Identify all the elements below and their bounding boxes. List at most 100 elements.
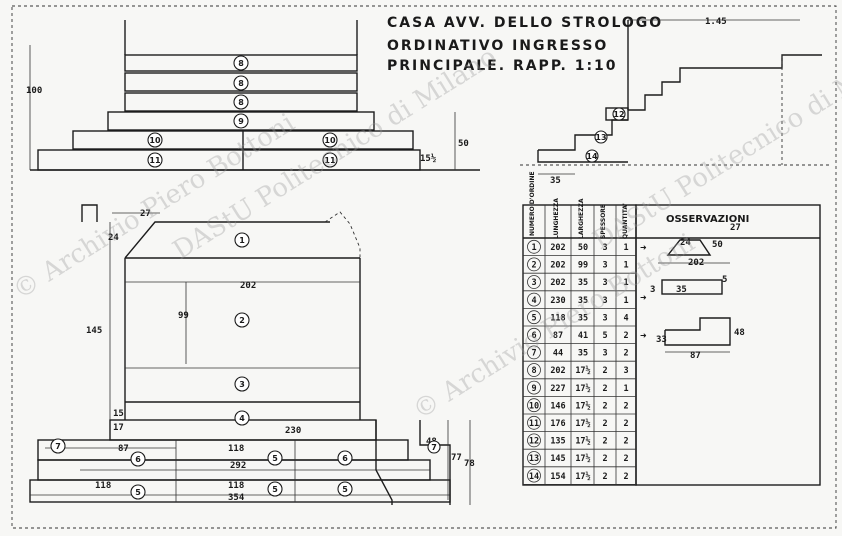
table-cell: 2 xyxy=(602,401,607,411)
col-header-quantity: QUANTITA' xyxy=(622,203,629,239)
arrow-icon: ➜ xyxy=(640,293,647,302)
order-number-circle xyxy=(527,310,541,325)
step-label-11b: 11 xyxy=(322,152,338,168)
strip-label-5a: 5 xyxy=(267,450,283,466)
table-cell: 35 xyxy=(578,278,588,288)
table-cell: 145 xyxy=(550,454,565,464)
table-cell: 227 xyxy=(550,384,565,394)
col-header-thickness: SPESSORE xyxy=(600,204,607,239)
table-cell: 2 xyxy=(602,419,607,429)
strip-label-6b: 6 xyxy=(337,450,353,466)
title-line-2: ORDINATIVO INGRESSO xyxy=(387,38,608,54)
order-number-circle xyxy=(527,451,541,465)
table-cell: 17½ xyxy=(575,418,590,429)
table-cell: 2 xyxy=(623,331,628,341)
table-cell-order: 12 xyxy=(529,437,539,447)
table-cell: 2 xyxy=(623,454,628,464)
svg-text:6: 6 xyxy=(342,454,348,463)
area-label-2: 2 xyxy=(234,312,250,328)
dim-tread: 35 xyxy=(550,176,561,186)
title-block: CASA AVV. DELLO STROLOGO ORDINATIVO INGR… xyxy=(387,15,661,74)
dim-section-top: 1.45 xyxy=(705,17,727,27)
table-cell: 17½ xyxy=(575,383,590,394)
svg-text:10: 10 xyxy=(149,136,161,145)
svg-text:5: 5 xyxy=(342,485,348,494)
table-cell-order: 4 xyxy=(531,296,536,306)
dim-plan-118c: 118 xyxy=(228,481,244,491)
table-cell: 2 xyxy=(602,454,607,464)
order-number-circle xyxy=(527,398,541,413)
svg-text:8: 8 xyxy=(238,59,244,68)
order-number-circle xyxy=(527,257,541,272)
table-cell: 17½ xyxy=(575,365,590,376)
table-cell: 35 xyxy=(578,313,588,323)
table-cell: 154 xyxy=(550,472,565,482)
table-cell: 2 xyxy=(602,366,607,376)
obs-dim-b3: 5 xyxy=(722,275,727,285)
dim-plan-118: 118 xyxy=(228,444,244,454)
table-cell: 2 xyxy=(602,437,607,447)
dim-plan-354: 354 xyxy=(228,493,245,503)
table-cell: 2 xyxy=(623,472,628,482)
table-cell-order: 8 xyxy=(531,366,536,376)
svg-text:13: 13 xyxy=(595,133,606,142)
svg-text:12: 12 xyxy=(613,110,624,119)
svg-text:3: 3 xyxy=(239,380,245,389)
strip-label-5c: 5 xyxy=(267,481,283,497)
area-label-3: 3 xyxy=(234,376,250,392)
table-cell: 2 xyxy=(602,384,607,394)
col-header-width: LARGHEZZA xyxy=(578,198,585,239)
step-label-12: 12 xyxy=(612,107,626,121)
dim-plan-left: 145 xyxy=(86,326,102,336)
table-cell: 202 xyxy=(550,278,565,288)
table-cell: 202 xyxy=(550,261,565,271)
table-cell: 4 xyxy=(623,313,628,323)
svg-text:6: 6 xyxy=(135,455,141,464)
step-label-13: 13 xyxy=(594,130,608,144)
svg-text:7: 7 xyxy=(55,442,61,451)
order-number-circle xyxy=(527,468,541,483)
table-cell: 3 xyxy=(602,313,607,323)
dim-plan-15: 15 xyxy=(113,409,124,419)
svg-text:7: 7 xyxy=(431,443,437,452)
table-cell-order: 1 xyxy=(531,243,536,253)
dim-plan-corner: 24 xyxy=(108,233,119,243)
arrow-icon: ➜ xyxy=(640,331,647,340)
table-cell: 87 xyxy=(553,331,563,341)
table-cell: 1 xyxy=(623,243,628,253)
table-cell: 2 xyxy=(623,437,628,447)
step-label-10b: 10 xyxy=(322,132,338,148)
table-cell-order: 6 xyxy=(531,331,536,341)
col-header-length: LUNGHEZZA xyxy=(553,198,560,239)
table-cell: 3 xyxy=(602,243,607,253)
svg-text:5: 5 xyxy=(135,488,141,497)
table-cell-order: 2 xyxy=(531,261,536,271)
step-label-9: 9 xyxy=(233,113,249,129)
table-cell: 202 xyxy=(550,366,565,376)
order-number-circle xyxy=(527,433,541,448)
step-label-8c: 8 xyxy=(233,94,249,110)
table-cell-order: 5 xyxy=(531,313,536,323)
area-label-4: 4 xyxy=(234,410,250,426)
step-label-11a: 11 xyxy=(147,152,163,168)
svg-text:11: 11 xyxy=(324,156,336,165)
order-number-circle xyxy=(527,415,541,430)
dim-plan-top-small: 27 xyxy=(140,209,151,219)
dim-plan-right-a: 77 xyxy=(451,453,462,463)
svg-text:2: 2 xyxy=(239,316,245,325)
strip-label-5d: 5 xyxy=(337,481,353,497)
obs-dim-a2: 50 xyxy=(712,240,723,250)
table-cell: 230 xyxy=(550,296,565,306)
order-number-circle xyxy=(527,327,541,342)
order-number-circle xyxy=(527,275,541,289)
obs-dim-c3: 48 xyxy=(734,328,745,338)
table-cell: 1 xyxy=(623,296,628,306)
svg-text:5: 5 xyxy=(272,485,278,494)
table-cell: 5 xyxy=(602,331,607,341)
order-number-circle xyxy=(527,363,541,377)
table-cell: 2 xyxy=(623,401,628,411)
obs-dim-c1: 33 xyxy=(656,335,667,345)
svg-text:14: 14 xyxy=(586,152,598,161)
